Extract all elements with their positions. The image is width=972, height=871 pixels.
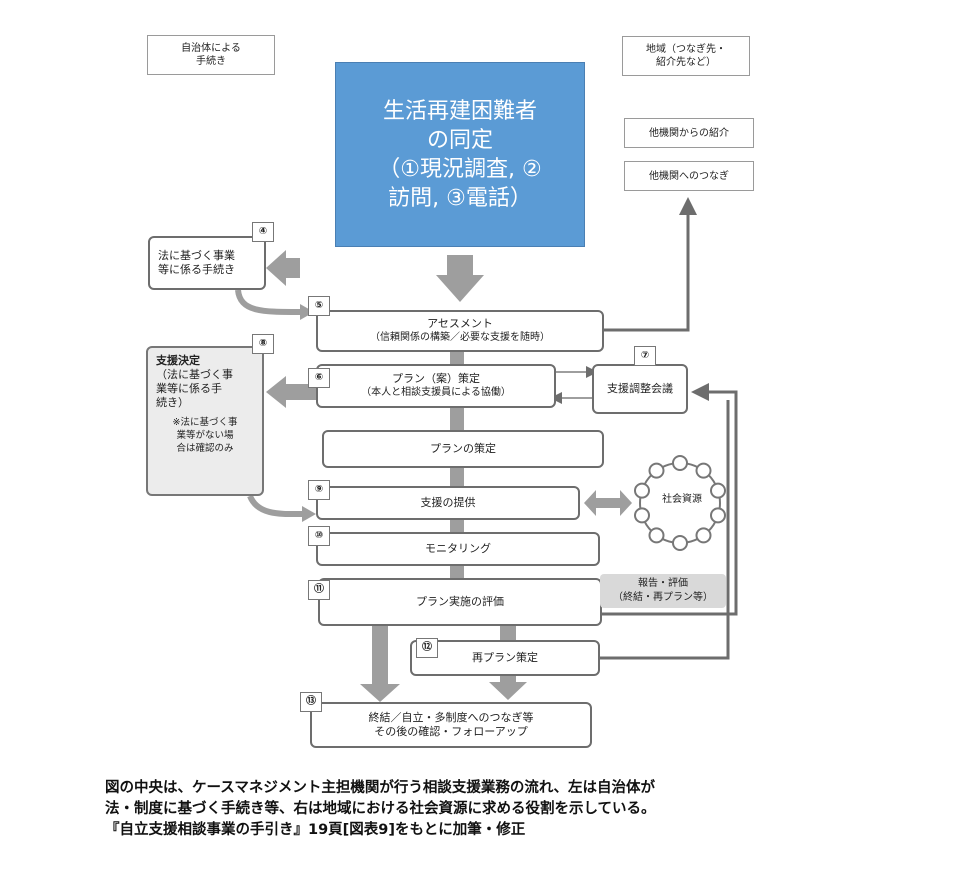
header-left: 自治体による 手続き	[147, 35, 275, 75]
box-evaluation: プラン実施の評価	[318, 578, 602, 626]
box-monitoring: モニタリング	[316, 532, 600, 566]
main-identification-box: 生活再建困難者 の同定 （①現況調査, ② 訪問, ③電話）	[335, 62, 585, 247]
box-support-decision: 支援決定 （法に基づく事 業等に係る手 続き） ※法に基づく事 業等がない場 合…	[146, 346, 264, 496]
ring-node	[634, 482, 650, 499]
connector-5-6	[450, 352, 464, 364]
caption: 図の中央は、ケースマネジメント主担機関が行う相談支援業務の流れ、左は自治体が 法…	[105, 778, 905, 841]
assessment-title: アセスメント	[427, 317, 493, 330]
legal-procedure-line2: 等に係る手続き	[158, 263, 235, 276]
num-5: ⑤	[308, 296, 330, 316]
box-plan-decide: プランの策定	[322, 430, 604, 468]
plan-draft-sub: （本人と相談支援員による協働）	[361, 387, 511, 398]
support-decision-body1: （法に基づく事	[156, 368, 233, 381]
ring-node	[634, 507, 650, 524]
note-line3: 合は確認のみ	[176, 443, 234, 454]
header-right: 地域（つなぎ先・ 紹介先など）	[622, 36, 750, 76]
ring-nodes	[634, 455, 726, 551]
coordination-meeting-label: 支援調整会議	[607, 382, 673, 395]
ring-node	[695, 527, 712, 544]
ring-node	[710, 482, 726, 499]
main-line4: 訪問, ③電話）	[388, 185, 532, 211]
left-arrow-box4	[266, 250, 300, 286]
num-10: ⑩	[308, 526, 330, 546]
box-connect-to-other: 他機関へのつなぎ	[624, 161, 754, 191]
left-arrow-box8	[266, 376, 318, 408]
main-line3: （①現況調査, ②	[378, 156, 542, 182]
box-referral-from-other: 他機関からの紹介	[624, 118, 754, 148]
support-decision-note: ※法に基づく事 業等がない場 合は確認のみ	[156, 416, 254, 455]
num-8: ⑧	[252, 334, 274, 354]
note-line1: ※法に基づく事	[172, 417, 238, 428]
assessment-sub: （信頼関係の構築／必要な支援を随時）	[370, 332, 550, 343]
ring-node	[695, 462, 712, 479]
support-decision-body3: 続き）	[156, 396, 189, 409]
support-decision-body2: 業等に係る手	[156, 382, 222, 395]
box-support-provision: 支援の提供	[316, 486, 580, 520]
header-left-line1: 自治体による	[181, 43, 241, 54]
plan-decide-label: プランの策定	[430, 442, 496, 455]
connector-plan-9	[450, 468, 464, 486]
connector-10-11	[450, 566, 464, 578]
box-end-followup: 終結／自立・多制度へのつなぎ等 その後の確認・フォローアップ	[310, 702, 592, 748]
down-arrow-main	[436, 255, 484, 302]
ring-node	[672, 455, 688, 471]
box-legal-procedure: 法に基づく事業 等に係る手続き	[148, 236, 266, 290]
num-12: ⑫	[416, 638, 438, 658]
down-arrow-eval-end	[360, 626, 400, 702]
box-replan: 再プラン策定	[410, 640, 600, 676]
main-line2: の同定	[426, 127, 493, 153]
box-plan-draft: プラン（案）策定 （本人と相談支援員による協働）	[316, 364, 556, 408]
connect-to-label: 他機関へのつなぎ	[649, 170, 729, 182]
header-left-line2: 手続き	[196, 56, 226, 67]
caption-line2: 法・制度に基づく手続き等、右は地域における社会資源に求める役割を示している。	[105, 801, 656, 817]
curve-arrow-8-9	[247, 494, 305, 518]
line-assessment-to-connect	[604, 197, 697, 332]
caption-line3: 『自立支援相談事業の手引き』19頁[図表9]をもとに加筆・修正	[105, 822, 526, 838]
main-line1: 生活再建困難者	[382, 98, 537, 124]
ring-node	[710, 507, 726, 524]
report-line2: （終結・再プラン等）	[613, 592, 713, 603]
monitoring-label: モニタリング	[425, 542, 491, 555]
plan-draft-title: プラン（案）策定	[392, 372, 480, 385]
num-6: ⑥	[308, 368, 330, 388]
curve-arrow-4-5	[235, 289, 301, 315]
replan-label: 再プラン策定	[472, 651, 538, 664]
referral-from-label: 他機関からの紹介	[649, 127, 729, 139]
line-eval-feedback	[602, 383, 738, 616]
connector-6-plan	[450, 408, 464, 430]
social-resource-label: 社会資源	[662, 494, 702, 505]
num-13: ⑬	[300, 692, 322, 712]
support-label: 支援の提供	[420, 496, 476, 509]
caption-line1: 図の中央は、ケースマネジメント主担機関が行う相談支援業務の流れ、左は自治体が	[105, 780, 655, 796]
double-arrow-support-social	[584, 490, 632, 516]
connector-9-10	[450, 520, 464, 532]
report-line1: 報告・評価	[638, 578, 688, 589]
num-9: ⑨	[308, 480, 330, 500]
support-decision-title: 支援決定	[156, 354, 200, 367]
line-replan-feedback	[600, 400, 730, 660]
note-line2: 業等がない場	[176, 430, 234, 441]
num-4: ④	[252, 222, 274, 242]
ring-node	[672, 535, 688, 551]
evaluation-label: プラン実施の評価	[416, 595, 504, 608]
num-11: ⑪	[308, 580, 330, 600]
header-right-line1: 地域（つなぎ先・	[646, 44, 726, 55]
report-evaluation-label: 報告・評価 （終結・再プラン等）	[600, 574, 726, 608]
num-7: ⑦	[634, 346, 656, 366]
header-right-line2: 紹介先など）	[656, 57, 716, 68]
box-assessment: アセスメント （信頼関係の構築／必要な支援を随時）	[316, 310, 604, 352]
ring-node	[648, 527, 665, 544]
end-line1: 終結／自立・多制度へのつなぎ等	[368, 711, 534, 724]
legal-procedure-line1: 法に基づく事業	[158, 249, 235, 262]
end-line2: その後の確認・フォローアップ	[374, 725, 528, 738]
box-coordination-meeting: 支援調整会議	[592, 364, 688, 414]
ring-node	[648, 462, 665, 479]
